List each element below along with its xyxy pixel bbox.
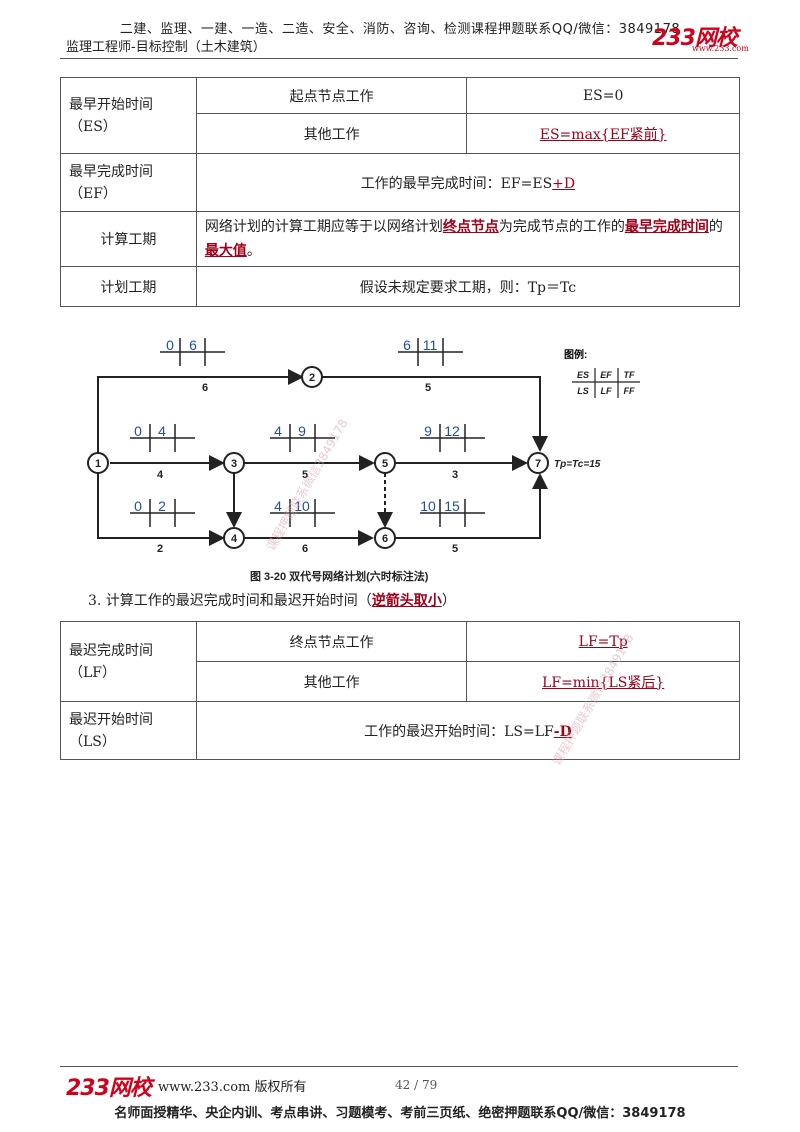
lf-end-node-case: 终点节点工作 xyxy=(195,621,468,662)
document-title: 监理工程师-目标控制（土木建筑） xyxy=(66,40,266,55)
ef-formula: 工作的最早完成时间：EF=ES+D xyxy=(195,153,741,212)
header-ad-line: 二建、监理、一建、一造、二造、安全、消防、咨询、检测课程押题联系QQ/微信：38… xyxy=(119,22,681,37)
lf-label: 最迟完成时间（LF） xyxy=(60,621,197,702)
legend-tf: TF xyxy=(624,370,635,380)
arrow-2-7 xyxy=(322,376,548,452)
computed-duration-text: 网络计划的计算工期应等于以网络计划终点节点为完成节点的工作的最早完成时间的最大值… xyxy=(195,211,741,267)
es-6-7: 10 xyxy=(420,498,436,514)
legend-grid xyxy=(572,368,640,398)
legend-lf: LF xyxy=(601,386,612,396)
timebox-6-7 xyxy=(420,499,485,527)
latest-time-table: 最迟完成时间（LF） 终点节点工作 LF=Tp 其他工作 LF=min{LS紧后… xyxy=(60,621,741,760)
es-other-case: 其他工作 xyxy=(195,113,468,154)
node-3 xyxy=(223,452,245,474)
legend-ff: FF xyxy=(624,386,635,396)
node-1 xyxy=(87,452,109,474)
ef-1-4: 2 xyxy=(158,498,166,514)
duration-1-3: 4 xyxy=(157,469,164,481)
header-logo: 233网校 xyxy=(652,26,738,51)
duration-1-4: 2 xyxy=(157,543,163,555)
node-label-2: 2 xyxy=(309,372,315,384)
arrow-6-7 xyxy=(396,473,548,539)
node-4 xyxy=(223,527,245,549)
node-label-3: 3 xyxy=(231,458,237,470)
legend-ef: EF xyxy=(600,370,612,380)
planned-duration-text: 假设未规定要求工期，则：Tp＝Tc xyxy=(195,266,741,307)
duration-2-7: 5 xyxy=(425,382,431,394)
legend-es: ES xyxy=(577,370,589,380)
legend-ls: LS xyxy=(577,386,589,396)
node-label-5: 5 xyxy=(382,458,388,470)
es-1-2: 0 xyxy=(166,337,174,353)
ef-label: 最早完成时间（EF） xyxy=(60,153,197,212)
header-rule xyxy=(60,58,738,59)
timebox-5-7 xyxy=(420,424,485,452)
es-4-6: 4 xyxy=(274,498,282,514)
node-label-7: 7 xyxy=(535,458,541,470)
duration-4-6: 6 xyxy=(302,543,308,555)
earliest-time-table: 最早开始时间（ES） 起点节点工作 ES=0 其他工作 ES=max{EF紧前}… xyxy=(60,77,741,307)
ef-6-7: 15 xyxy=(444,498,460,514)
lf-other-formula: LF=min{LS紧后} xyxy=(466,661,740,702)
ef-4-6: 10 xyxy=(294,498,310,514)
tp-label: Tp=Tc=15 xyxy=(554,459,601,470)
es-label: 最早开始时间（ES） xyxy=(60,77,197,154)
node-6 xyxy=(374,527,396,549)
node-2 xyxy=(301,366,323,388)
page-number: 42 / 79 xyxy=(395,1078,438,1092)
ef-3-5: 9 xyxy=(298,423,306,439)
footer-ad-line: 名师面授精华、央企内训、考点串讲、习题模考、考前三页纸、绝密押题联系QQ/微信：… xyxy=(114,1106,686,1121)
legend-title: 图例: xyxy=(564,348,587,361)
footer-logo: 233网校 xyxy=(66,1076,152,1101)
es-1-4: 0 xyxy=(134,498,142,514)
ef-5-7: 12 xyxy=(444,423,460,439)
node-label-4: 4 xyxy=(231,533,238,545)
timebox-3-5 xyxy=(270,424,335,452)
es-start-node-case: 起点节点工作 xyxy=(195,77,468,114)
duration-1-2: 6 xyxy=(202,382,208,394)
ls-formula: 工作的最迟开始时间：LS=LF-D xyxy=(195,701,741,760)
timebox-1-3 xyxy=(130,424,195,452)
footer-rule xyxy=(60,1066,738,1067)
arrow-1-4 xyxy=(97,472,225,546)
lf-end-node-formula: LF=Tp xyxy=(466,621,740,662)
es-3-5: 4 xyxy=(274,423,282,439)
es-2-7: 6 xyxy=(403,337,411,353)
node-5 xyxy=(374,452,396,474)
node-label-6: 6 xyxy=(382,533,388,545)
node-7 xyxy=(527,452,549,474)
es-1-3: 0 xyxy=(134,423,142,439)
ef-1-3: 4 xyxy=(158,423,166,439)
es-start-node-formula: ES=0 xyxy=(466,77,740,114)
timebox-1-4 xyxy=(130,499,195,527)
duration-3-5: 5 xyxy=(302,469,308,481)
planned-duration-label: 计划工期 xyxy=(60,266,197,307)
ls-label: 最迟开始时间（LS） xyxy=(60,701,197,760)
computed-duration-label: 计算工期 xyxy=(60,211,197,267)
duration-5-7: 3 xyxy=(452,469,458,481)
ef-1-2: 6 xyxy=(189,337,197,353)
lf-other-case: 其他工作 xyxy=(195,661,468,702)
network-diagram: 1 2 3 4 5 6 7 6 5 4 5 3 2 6 5 0 6 6 11 0… xyxy=(87,337,640,583)
step-3-heading: 3. 计算工作的最迟完成时间和最迟开始时间（逆箭头取小） xyxy=(88,593,456,609)
es-5-7: 9 xyxy=(424,423,432,439)
es-other-formula: ES=max{EF紧前} xyxy=(466,113,740,154)
duration-6-7: 5 xyxy=(452,543,458,555)
figure-caption: 图 3-20 双代号网络计划(六时标注法) xyxy=(250,569,429,583)
footer-copyright: www.233.com 版权所有 xyxy=(158,1080,307,1095)
timebox-2-7 xyxy=(398,338,463,366)
ef-2-7: 11 xyxy=(423,337,438,353)
timebox-4-6 xyxy=(270,499,335,527)
header-logo-url: www.233.com xyxy=(692,44,749,53)
timebox-1-2 xyxy=(160,338,225,366)
arrow-1-2 xyxy=(97,369,304,455)
node-label-1: 1 xyxy=(95,458,101,470)
